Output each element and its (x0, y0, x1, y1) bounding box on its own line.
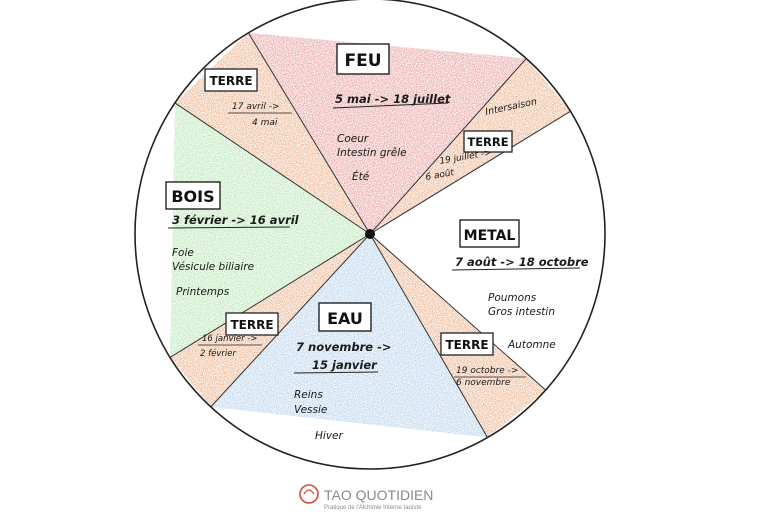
bois-block: BOIS 3 février -> 16 avril Foie Vésicule… (165, 181, 300, 298)
terre-dates-sw-2: 2 février (200, 348, 236, 359)
metal-sector (370, 111, 571, 391)
terre-dates-se-2: 6 novembre (456, 378, 511, 388)
terre-label-box-sw (225, 312, 279, 336)
terre-label-box-ne (463, 130, 513, 153)
feu-label-box (336, 43, 390, 75)
terre-block-se: TERRE 19 octobre -> 6 novembre (440, 332, 526, 388)
metal-season: Automne (507, 339, 556, 351)
terre-dates-ne-2: 6 août (425, 167, 456, 183)
eau-block: EAU 7 novembre -> 15 janvier Reins Vessi… (293, 302, 392, 442)
feu-dates: 5 mai -> 18 juillet (335, 92, 451, 106)
metal-label-box (459, 219, 520, 248)
tao-quotidien-logo: TAO QUOTIDIEN Pratique de l'Alchimie Int… (299, 484, 433, 511)
terre-dates-nw-2: 4 mai (252, 118, 278, 128)
eau-organ-2: Vessie (294, 404, 327, 416)
terre-label-box-nw (204, 68, 258, 92)
terre-label-ne: TERRE (467, 135, 508, 149)
metal-organ-2: Gros intestin (488, 306, 555, 318)
terre-label-se: TERRE (445, 338, 488, 352)
feu-season: Été (352, 170, 370, 183)
bois-dates: 3 février -> 16 avril (172, 213, 300, 227)
eau-organ-1: Reins (294, 389, 323, 401)
terre-dates-nw-1: 17 avril -> (232, 102, 280, 112)
metal-dates: 7 août -> 18 octobre (455, 255, 589, 269)
bois-organ-2: Vésicule biliaire (172, 261, 254, 273)
terre-block-sw: TERRE 16 janvier -> 2 février (198, 312, 279, 359)
bois-organ-1: Foie (172, 247, 194, 259)
terre-block-nw: TERRE 17 avril -> 4 mai (204, 68, 292, 128)
terre-dates-sw-1: 16 janvier -> (202, 334, 257, 344)
eau-dates-2: 15 janvier (312, 358, 378, 372)
eau-label-box (318, 302, 372, 332)
eau-dates-1: 7 novembre -> (296, 340, 392, 354)
feu-block: FEU 5 mai -> 18 juillet Coeur Intestin g… (332, 43, 451, 183)
terre-dates-se-1: 19 octobre -> (456, 366, 518, 376)
terre-label-sw: TERRE (230, 318, 273, 332)
center-dot (365, 229, 375, 239)
bois-label: BOIS (171, 187, 214, 206)
feu-organ-2: Intestin grêle (337, 147, 407, 159)
metal-block: METAL 7 août -> 18 octobre Poumons Gros … (451, 219, 589, 351)
wheel-outline (134, 0, 606, 470)
bois-label-box (165, 181, 221, 210)
eau-label: EAU (327, 309, 363, 328)
logo-tagline: Pratique de l'Alchimie Interne taoïste (324, 505, 422, 511)
terre-label-box-se (440, 332, 494, 356)
logo-swirl-icon (303, 489, 315, 495)
terre-label-nw: TERRE (209, 74, 252, 88)
eau-season: Hiver (315, 430, 343, 442)
feu-organ-1: Coeur (337, 133, 369, 145)
logo-name: TAO QUOTIDIEN (324, 487, 433, 503)
metal-label: METAL (464, 228, 516, 244)
logo-ring-icon (299, 484, 319, 504)
feu-label: FEU (344, 51, 381, 71)
bois-sector (170, 102, 370, 358)
eau-sector (210, 234, 488, 438)
feu-sector (248, 32, 527, 235)
bois-season: Printemps (176, 286, 230, 298)
metal-organ-1: Poumons (488, 292, 537, 304)
sector-dividers (169, 32, 571, 438)
